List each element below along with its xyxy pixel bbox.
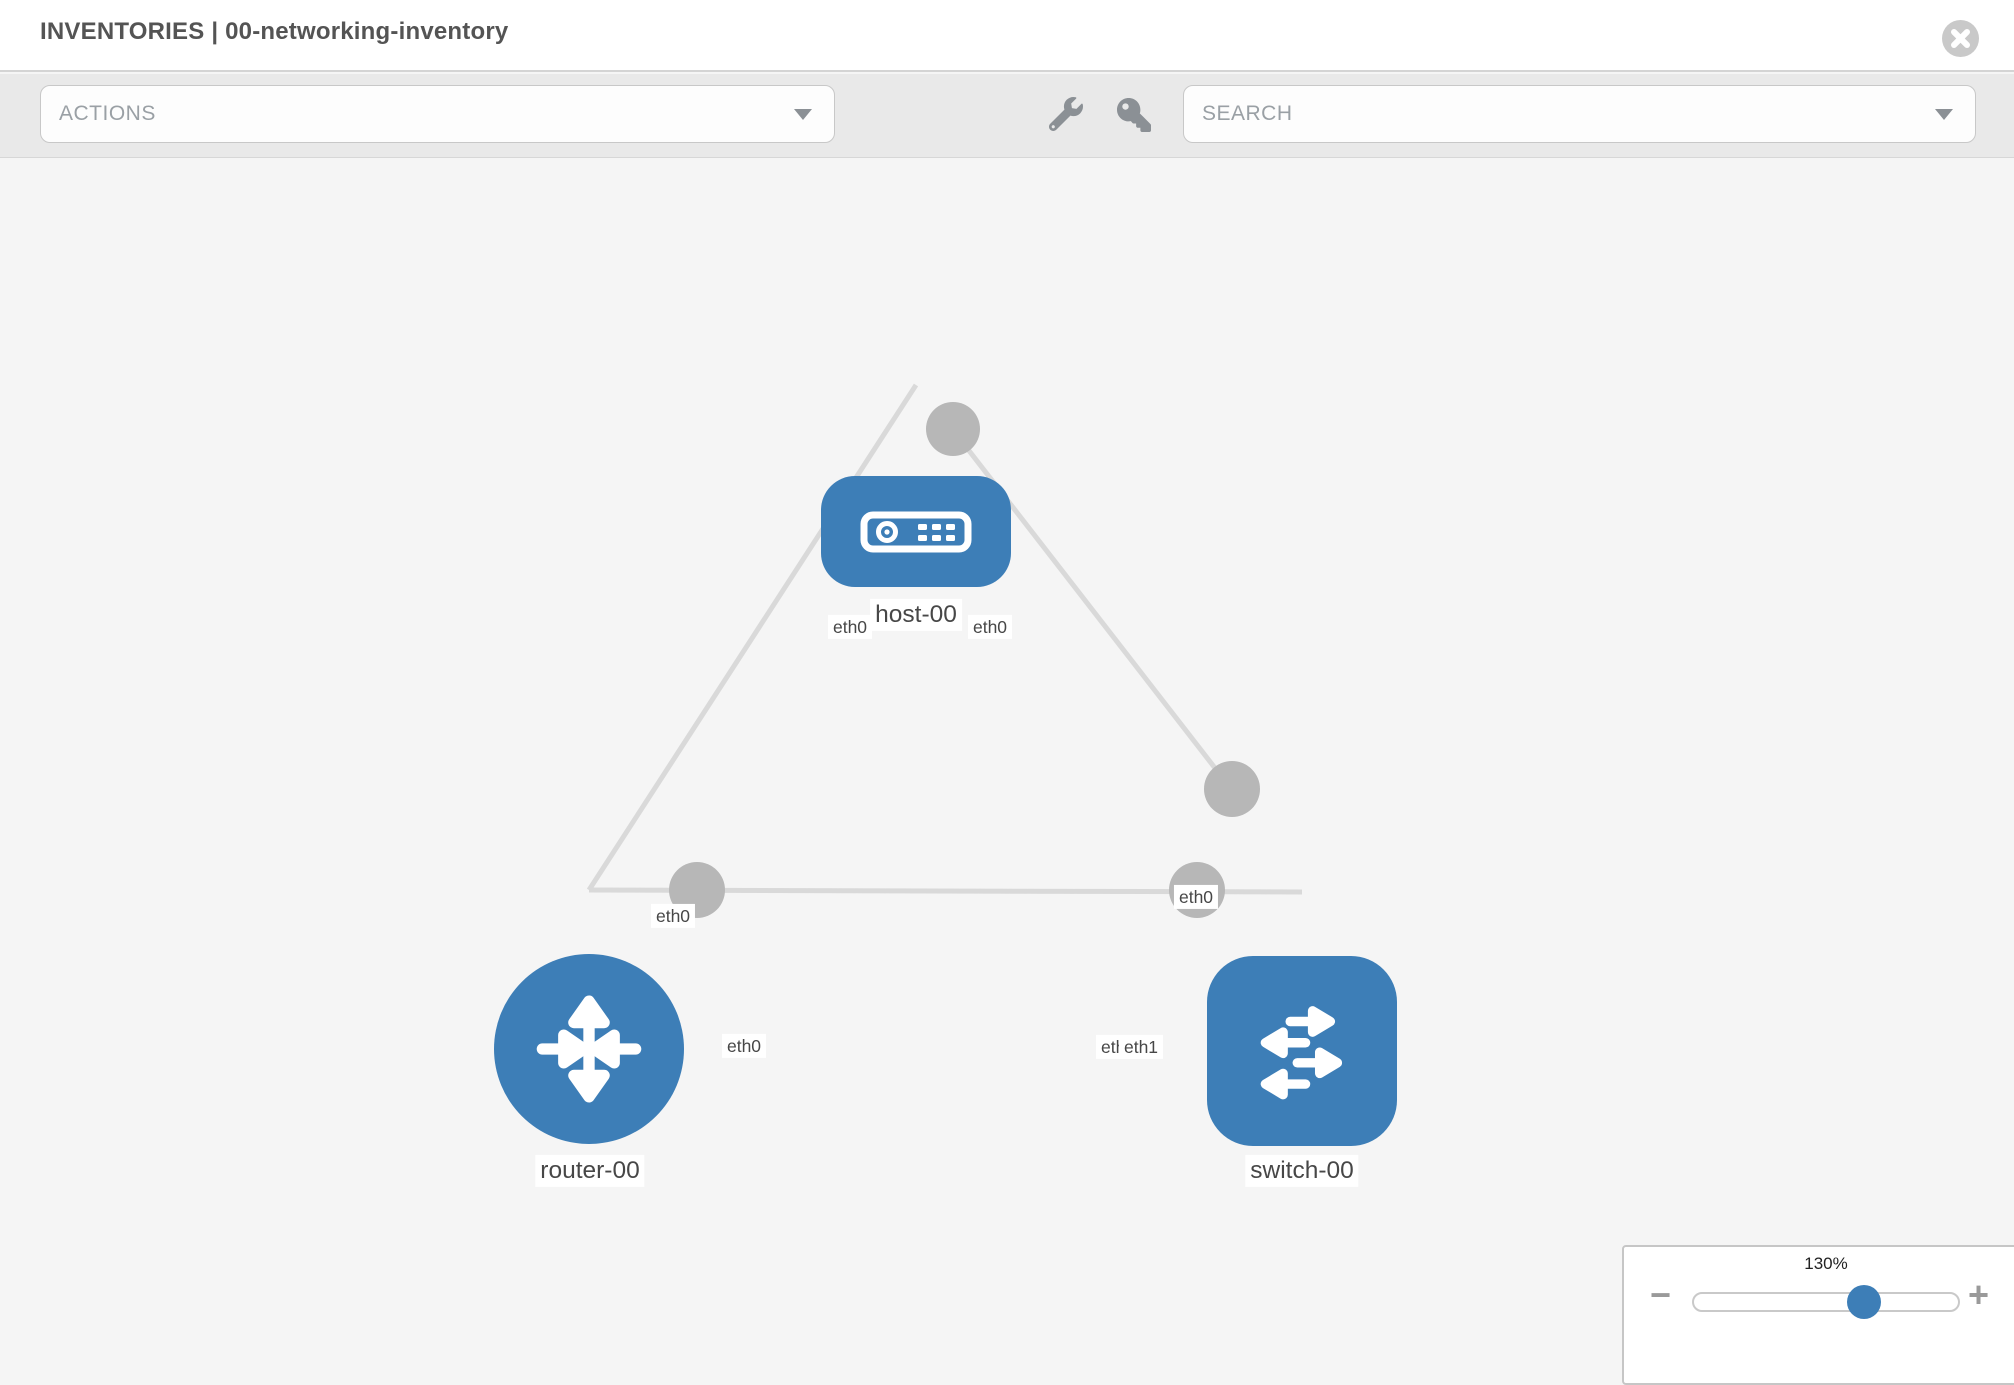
zoom-slider-thumb[interactable] [1847, 1285, 1881, 1319]
interface-label: eth0 [1173, 884, 1219, 910]
host-icon [860, 511, 972, 552]
node-label-host-00: host-00 [870, 598, 962, 632]
chevron-down-icon [794, 109, 812, 120]
page-title: INVENTORIES | 00-networking-inventory [40, 18, 509, 45]
router-icon [536, 995, 642, 1103]
interface-label: eth0 [721, 1033, 767, 1059]
zoom-slider-track[interactable] [1692, 1292, 1960, 1312]
topology-canvas[interactable]: eth0 eth0 eth0 eth0 eth0 eth0 eth1 host-… [0, 159, 2014, 1385]
node-router-00[interactable] [494, 954, 684, 1144]
close-icon [1951, 29, 1970, 48]
close-button[interactable] [1942, 20, 1979, 57]
search-dropdown[interactable]: SEARCH [1183, 85, 1976, 143]
node-host-00[interactable] [821, 476, 1011, 587]
toolbar: ACTIONS SEARCH [0, 74, 2014, 158]
zoom-level-value: 130% [1804, 1254, 1848, 1273]
key-icon[interactable] [1116, 98, 1152, 137]
topology-links-layer [586, 383, 1303, 918]
header-bar: INVENTORIES | 00-networking-inventory [0, 0, 2014, 72]
zoom-control-panel: 130% − + [1622, 1245, 2014, 1385]
search-dropdown-label: SEARCH [1202, 102, 1293, 125]
zoom-in-button[interactable]: + [1968, 1274, 1990, 1315]
port-host-eth0 [926, 402, 980, 456]
node-label-switch-00: switch-00 [1245, 1154, 1359, 1188]
interface-label: eth1 [1118, 1034, 1164, 1060]
interface-label: eth0 [827, 614, 873, 640]
interface-label: eth0 [967, 614, 1013, 640]
chevron-down-icon [1935, 109, 1953, 120]
port-switch-eth0 [1204, 761, 1260, 817]
actions-dropdown-label: ACTIONS [59, 102, 156, 125]
zoom-out-button[interactable]: − [1650, 1274, 1672, 1315]
node-switch-00[interactable] [1207, 956, 1397, 1146]
actions-dropdown[interactable]: ACTIONS [40, 85, 835, 143]
switch-icon [1260, 1006, 1343, 1100]
link-host-router[interactable] [586, 383, 919, 892]
interface-label: eth0 [650, 903, 696, 929]
wrench-icon[interactable] [1048, 97, 1083, 136]
node-label-router-00: router-00 [535, 1154, 645, 1188]
